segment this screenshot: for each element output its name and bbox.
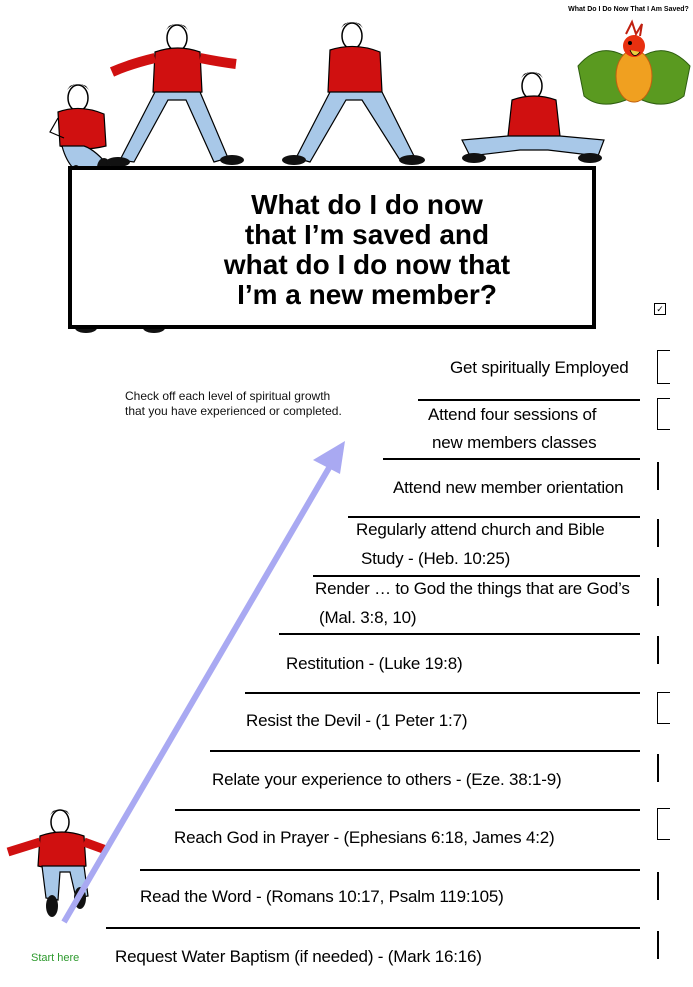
title-line: I’m a new member? bbox=[237, 279, 497, 310]
checkoff-box[interactable] bbox=[657, 692, 670, 724]
step-label: Relate your experience to others - (Eze.… bbox=[212, 770, 562, 789]
checkoff-box[interactable] bbox=[657, 754, 659, 782]
checkoff-box[interactable] bbox=[657, 808, 670, 840]
instruction-line: Check off each level of spiritual growth bbox=[125, 389, 331, 403]
person-worried-illustration bbox=[282, 22, 425, 165]
step-divider bbox=[418, 399, 640, 401]
step-divider bbox=[348, 516, 640, 518]
instruction-text: Check off each level of spiritual growth… bbox=[125, 389, 342, 419]
step-divider bbox=[210, 750, 640, 752]
step-label: (Mal. 3:8, 10) bbox=[319, 608, 417, 627]
title-line: that I’m saved and bbox=[244, 219, 490, 250]
step-label: Reach God in Prayer - (Ephesians 6:18, J… bbox=[174, 828, 555, 847]
corner-label: What Do I Do Now That I Am Saved? bbox=[568, 6, 689, 13]
step-label: Attend new member orientation bbox=[393, 478, 624, 497]
checkoff-box[interactable] bbox=[657, 398, 670, 430]
checkoff-box[interactable] bbox=[657, 350, 670, 384]
checkbox-legend-icon: ✓ bbox=[654, 303, 666, 315]
parrot-illustration bbox=[577, 19, 691, 105]
instruction-line: that you have experienced or completed. bbox=[125, 404, 342, 418]
checkoff-box[interactable] bbox=[657, 578, 659, 606]
start-here-label: Start here bbox=[31, 952, 80, 964]
person-jumping-illustration bbox=[6, 809, 108, 917]
checkoff-box[interactable] bbox=[657, 519, 659, 547]
step-divider bbox=[313, 575, 640, 577]
step-label: Render … to God the things that are God’… bbox=[315, 579, 630, 598]
checkoff-box[interactable] bbox=[657, 462, 659, 490]
step-label: Restitution - (Luke 19:8) bbox=[286, 654, 463, 673]
step-label: Resist the Devil - (1 Peter 1:7) bbox=[246, 711, 468, 730]
step-label: Study - (Heb. 10:25) bbox=[361, 549, 511, 568]
step-divider bbox=[140, 869, 640, 871]
step-divider bbox=[106, 927, 640, 929]
step-label: Attend four sessions of bbox=[428, 405, 597, 424]
person-stretching-illustration bbox=[106, 24, 244, 167]
step-label: Request Water Baptism (if needed) - (Mar… bbox=[115, 947, 482, 966]
step-divider bbox=[383, 458, 640, 460]
step-label: Get spiritually Employed bbox=[450, 358, 629, 377]
step-divider bbox=[175, 809, 640, 811]
person-squatting-illustration bbox=[461, 72, 605, 163]
step-label: Read the Word - (Romans 10:17, Psalm 119… bbox=[140, 887, 504, 906]
checkoff-box[interactable] bbox=[657, 636, 659, 664]
step-divider bbox=[279, 633, 640, 635]
title-box: What do I do now that I’m saved and what… bbox=[68, 166, 596, 329]
step-label: new members classes bbox=[432, 433, 597, 452]
growth-arrow-icon bbox=[61, 441, 345, 924]
step-divider bbox=[245, 692, 640, 694]
title-line: What do I do now bbox=[251, 189, 483, 220]
title-line: what do I do now that bbox=[223, 249, 511, 280]
step-label: Regularly attend church and Bible bbox=[356, 520, 605, 539]
page-title: What do I do now that I’m saved and what… bbox=[72, 190, 592, 310]
checkoff-box[interactable] bbox=[657, 931, 659, 959]
checkoff-box[interactable] bbox=[657, 872, 659, 900]
